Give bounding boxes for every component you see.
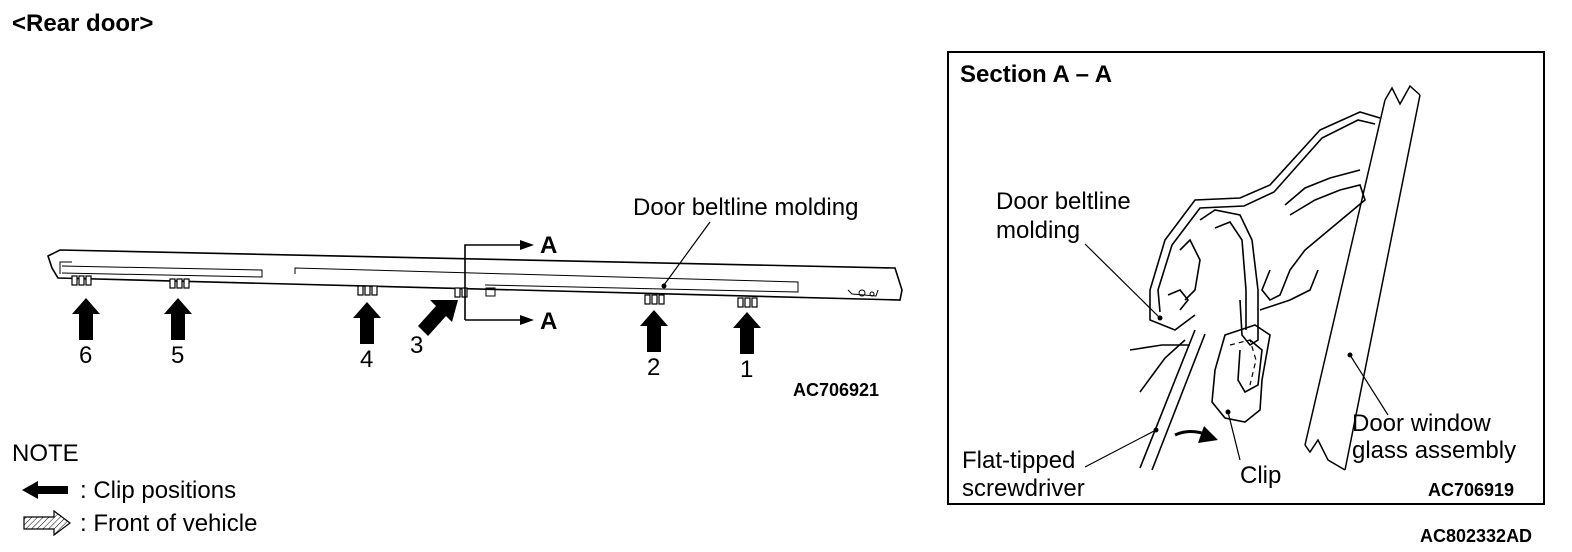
section-cut-line: [464, 244, 520, 321]
glass-label-line1: Door window: [1352, 410, 1491, 437]
clip-number-2: 2: [647, 354, 661, 381]
molding-label: Door beltline molding: [633, 194, 859, 221]
section-title: Section A – A: [960, 61, 1113, 88]
molding-leader: [663, 221, 711, 286]
clip-number-5: 5: [171, 342, 185, 369]
clip-position-arrows: [72, 298, 761, 354]
section-leaders: [1084, 243, 1389, 468]
figure-code: AC802332AD: [1420, 526, 1533, 546]
screwdriver: [1129, 329, 1206, 471]
section-marker-top: A: [540, 232, 558, 259]
black-arrow-icon: [22, 481, 68, 499]
note-title: NOTE: [12, 440, 79, 467]
section-marker-bottom: A: [540, 308, 558, 335]
glass-label-line2: glass assembly: [1352, 437, 1517, 464]
clip-number-3: 3: [410, 332, 424, 359]
page-header: <Rear door>: [12, 10, 154, 37]
door-window-glass: [1304, 84, 1421, 471]
beltline-molding-strip: [47, 249, 903, 301]
section-frame: [947, 51, 1545, 505]
legend-front-of-vehicle: : Front of vehicle: [80, 510, 258, 537]
section-figure-code: AC706919: [1428, 480, 1515, 500]
section-arrowheads: [520, 240, 534, 325]
clip-number-1: 1: [740, 356, 754, 383]
molding-cross-section: [1149, 111, 1381, 347]
clip-number-4: 4: [360, 346, 374, 373]
screwdriver-label-line2: screwdriver: [962, 475, 1085, 502]
legend-clip-positions: : Clip positions: [80, 477, 237, 504]
clip-number-6: 6: [79, 342, 93, 369]
left-figure-code: AC706921: [793, 380, 880, 400]
leader-dots: [1153, 315, 1353, 433]
screwdriver-label-line1: Flat-tipped: [962, 447, 1076, 474]
hatched-arrow-icon: [23, 509, 71, 537]
clip-label: Clip: [1240, 462, 1282, 489]
section-molding-label-line1: Door beltline: [996, 188, 1131, 215]
clip-body: [1211, 324, 1271, 423]
clip-markers: [71, 275, 758, 308]
section-molding-label-line2: molding: [996, 217, 1081, 244]
